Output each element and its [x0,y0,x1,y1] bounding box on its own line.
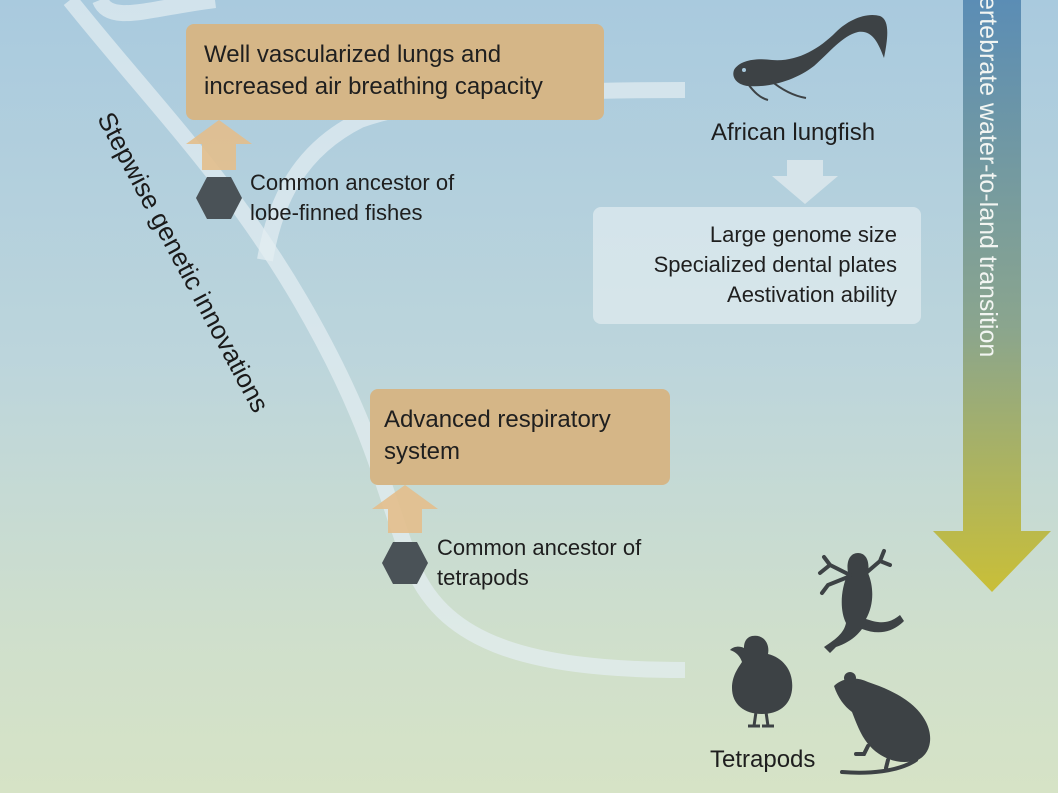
up-arrow-icon [186,120,252,170]
trait-genome: Large genome size [709,222,897,247]
trait-dental: Specialized dental plates [653,252,897,277]
innovation-lungs-line-1: Well vascularized lungs and [204,41,502,68]
trait-aestivation: Aestivation ability [727,282,897,307]
taxon-label-tetrapods: Tetrapods [710,746,816,773]
node-label-lobe-finned: Common ancestor of lobe-finned fishes [250,168,454,228]
node-lobe-line-1: Common ancestor of [250,170,455,195]
innovation-resp-line-1: Advanced respiratory [384,406,611,433]
hexagon-node-icon [382,542,428,584]
node-tetra-line-2: tetrapods [437,565,529,590]
node-label-tetrapods: Common ancestor of tetrapods [437,533,641,593]
chick-silhouette-icon [730,635,793,728]
innovation-box-respiratory: Advanced respiratory system [370,389,670,485]
innovation-box-lungs: Well vascularized lungs and increased ai… [186,24,604,120]
hexagon-node-icon [196,177,242,219]
up-arrow-icon [372,485,438,533]
mouse-silhouette-icon [834,672,931,775]
frog-silhouette-icon [818,549,904,653]
taxon-label-lungfish: African lungfish [711,119,876,146]
lungfish-silhouette-icon [733,14,888,101]
transition-side-label: ertebrate water-to-land transition [974,0,1002,358]
down-arrow-icon [772,160,838,204]
innovation-resp-line-2: system [384,438,461,465]
node-tetra-line-1: Common ancestor of [437,535,642,560]
lungfish-traits-box: Large genome size Specialized dental pla… [593,207,921,324]
transition-arrow [933,0,1051,592]
innovation-lungs-line-2: increased air breathing capacity [204,73,543,100]
node-lobe-line-2: lobe-finned fishes [250,200,423,225]
